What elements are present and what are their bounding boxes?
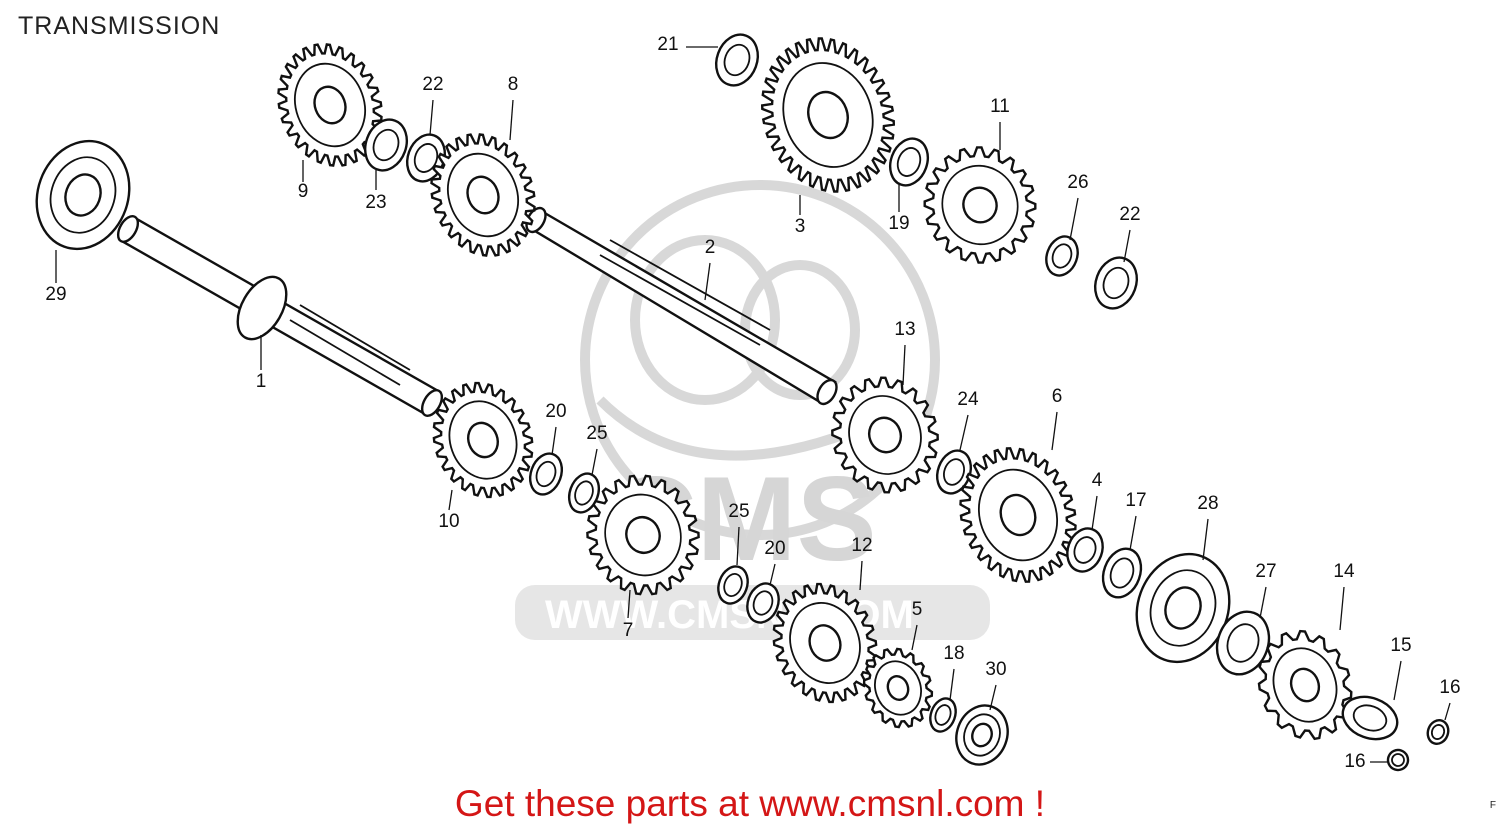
callout-c-8: 8 [508, 74, 519, 95]
gear-part-11 [923, 146, 1037, 264]
gear-part-6 [959, 447, 1077, 583]
callout-c-13: 13 [894, 319, 915, 340]
corner-mark: F [1489, 800, 1496, 811]
leader-line-c-28 [1202, 518, 1209, 561]
leader-line-c-7 [627, 589, 631, 619]
leader-line-c-10 [448, 489, 453, 511]
callout-c-30: 30 [985, 659, 1006, 680]
circlip-part-26 [1045, 235, 1079, 277]
callout-c-17: 17 [1125, 490, 1146, 511]
gear-part-13 [831, 376, 939, 494]
leader-line-c-25b [736, 526, 740, 566]
sprocket-part-14 [1257, 629, 1353, 741]
diagram-title: TRANSMISSION [18, 12, 221, 40]
leader-line-c-13 [902, 344, 906, 386]
callout-c-25a: 25 [586, 423, 607, 444]
callout-c-4: 4 [1092, 470, 1103, 491]
leader-line-c-5 [911, 624, 918, 651]
gear-part-8 [430, 133, 536, 257]
callout-c-20b: 20 [764, 538, 785, 559]
leader-line-c-30 [989, 684, 997, 711]
callout-c-11: 11 [990, 96, 1010, 117]
callout-c-3: 3 [795, 216, 806, 237]
bearing-part-29 [35, 139, 131, 251]
leader-line-c-4 [1091, 495, 1098, 531]
washer-part-20a [528, 452, 564, 496]
gear-part-9 [277, 43, 383, 167]
callout-c-25b: 25 [728, 501, 749, 522]
washer-part-21 [715, 33, 759, 87]
bolt-part-16b [1386, 748, 1410, 772]
callout-c-2: 2 [705, 237, 716, 258]
callout-c-24: 24 [957, 389, 979, 410]
leader-line-c-22b [1123, 229, 1131, 263]
seal-part-27 [1215, 610, 1271, 676]
gears-and-parts [35, 33, 1450, 772]
gear-part-5 [862, 647, 934, 729]
callout-c-20a: 20 [545, 401, 566, 422]
leader-line-c-12 [859, 560, 863, 591]
bolt-part-16a [1426, 719, 1450, 745]
callout-c-15: 15 [1390, 635, 1411, 656]
plate-part-15 [1341, 695, 1399, 741]
washer-part-19 [888, 137, 930, 187]
leader-line-c-8 [509, 99, 514, 141]
callout-c-16a: 16 [1439, 677, 1460, 698]
callout-c-9: 9 [298, 181, 309, 202]
callout-c-5: 5 [912, 599, 923, 620]
callout-c-18: 18 [943, 643, 964, 664]
mainshaft-part-1 [116, 215, 444, 417]
countershaft-part-2 [525, 206, 838, 406]
leader-line-c-20b [769, 563, 776, 586]
gear-part-10 [432, 381, 534, 499]
callout-c-23: 23 [365, 192, 386, 213]
leader-line-c-18 [949, 668, 955, 701]
callout-c-22a: 22 [422, 74, 443, 95]
leader-line-c-25a [591, 448, 598, 476]
washer-part-23 [364, 118, 408, 172]
leader-line-c-26 [1069, 197, 1079, 241]
leader-line-c-16a [1444, 702, 1451, 721]
callout-c-6: 6 [1052, 386, 1063, 407]
callout-c-27: 27 [1255, 561, 1276, 582]
circlip-part-25a [567, 472, 601, 514]
footer-link-text[interactable]: Get these parts at www.cmsnl.com ! [454, 783, 1046, 824]
leader-line-c-6 [1051, 411, 1058, 451]
callout-c-7: 7 [623, 620, 634, 641]
callout-c-1: 1 [256, 371, 267, 392]
leader-line-c-20a [551, 426, 557, 456]
washer-part-18 [929, 697, 957, 733]
gear-part-7 [586, 474, 700, 596]
leader-line-c-27 [1259, 586, 1267, 619]
callout-c-29: 29 [45, 284, 66, 305]
leader-line-c-2 [704, 262, 711, 301]
gear-part-3 [760, 37, 896, 193]
callout-c-16b: 16 [1344, 751, 1365, 772]
callout-c-28: 28 [1197, 493, 1218, 514]
bearing-part-30 [955, 704, 1009, 766]
leader-line-c-14 [1339, 586, 1345, 631]
washer-part-20b [746, 582, 780, 624]
callout-c-26: 26 [1067, 172, 1088, 193]
leader-line-c-15 [1393, 660, 1402, 701]
washer-part-22b [1094, 256, 1138, 310]
leader-line-c-24 [959, 414, 969, 451]
circlip-part-25b [717, 565, 749, 605]
bushing-part-4 [1066, 527, 1104, 573]
callout-c-19: 19 [888, 213, 909, 234]
callout-c-21: 21 [657, 34, 678, 55]
callout-c-10: 10 [438, 511, 459, 532]
callout-c-22b: 22 [1119, 204, 1140, 225]
leader-line-c-22a [429, 99, 434, 136]
callout-c-12: 12 [851, 535, 872, 556]
leader-line-c-17 [1129, 515, 1137, 551]
callout-c-14: 14 [1333, 561, 1355, 582]
callout-leaders [55, 46, 1451, 763]
bearing-part-28 [1135, 552, 1231, 664]
